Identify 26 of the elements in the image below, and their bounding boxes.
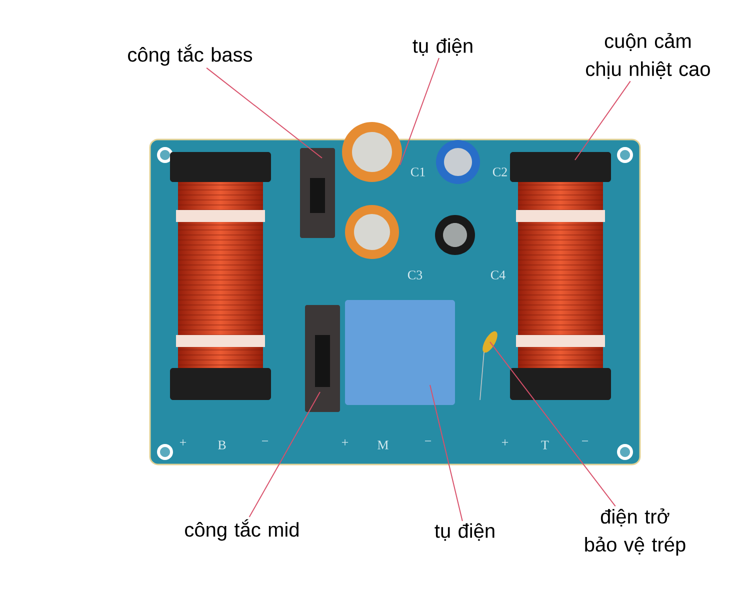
leader-line [430,384,463,522]
leader-line [490,341,616,507]
board-marking: C1 [410,168,425,176]
board-marking: M [378,440,388,450]
leader-line [248,391,320,518]
part-label: công tắc mid [185,519,298,541]
board-marking: T [541,440,549,450]
board-marking: C3 [408,270,422,280]
leader-line [400,57,440,166]
board-marking: C4 [490,270,506,280]
leader-line [574,80,631,160]
board-marking: B [218,440,226,450]
part-label: cuộn cảm chịu nhiệt cao [586,33,710,79]
board-marking: − [582,440,588,442]
part-label: tụ điện [434,523,494,541]
board-marking: + [342,439,348,446]
board-marking: C2 [492,168,507,176]
board-marking: + [502,439,508,446]
part-label: công tắc bass [128,44,252,66]
board-marking: − [262,440,268,442]
part-label: điện trở bảo vệ trép [585,508,686,556]
leader-line [206,67,322,158]
board-marking: − [424,440,432,442]
board-marking: + [180,439,186,446]
part-label: tụ điện [412,38,472,56]
circuit-board-drawing [149,122,641,466]
